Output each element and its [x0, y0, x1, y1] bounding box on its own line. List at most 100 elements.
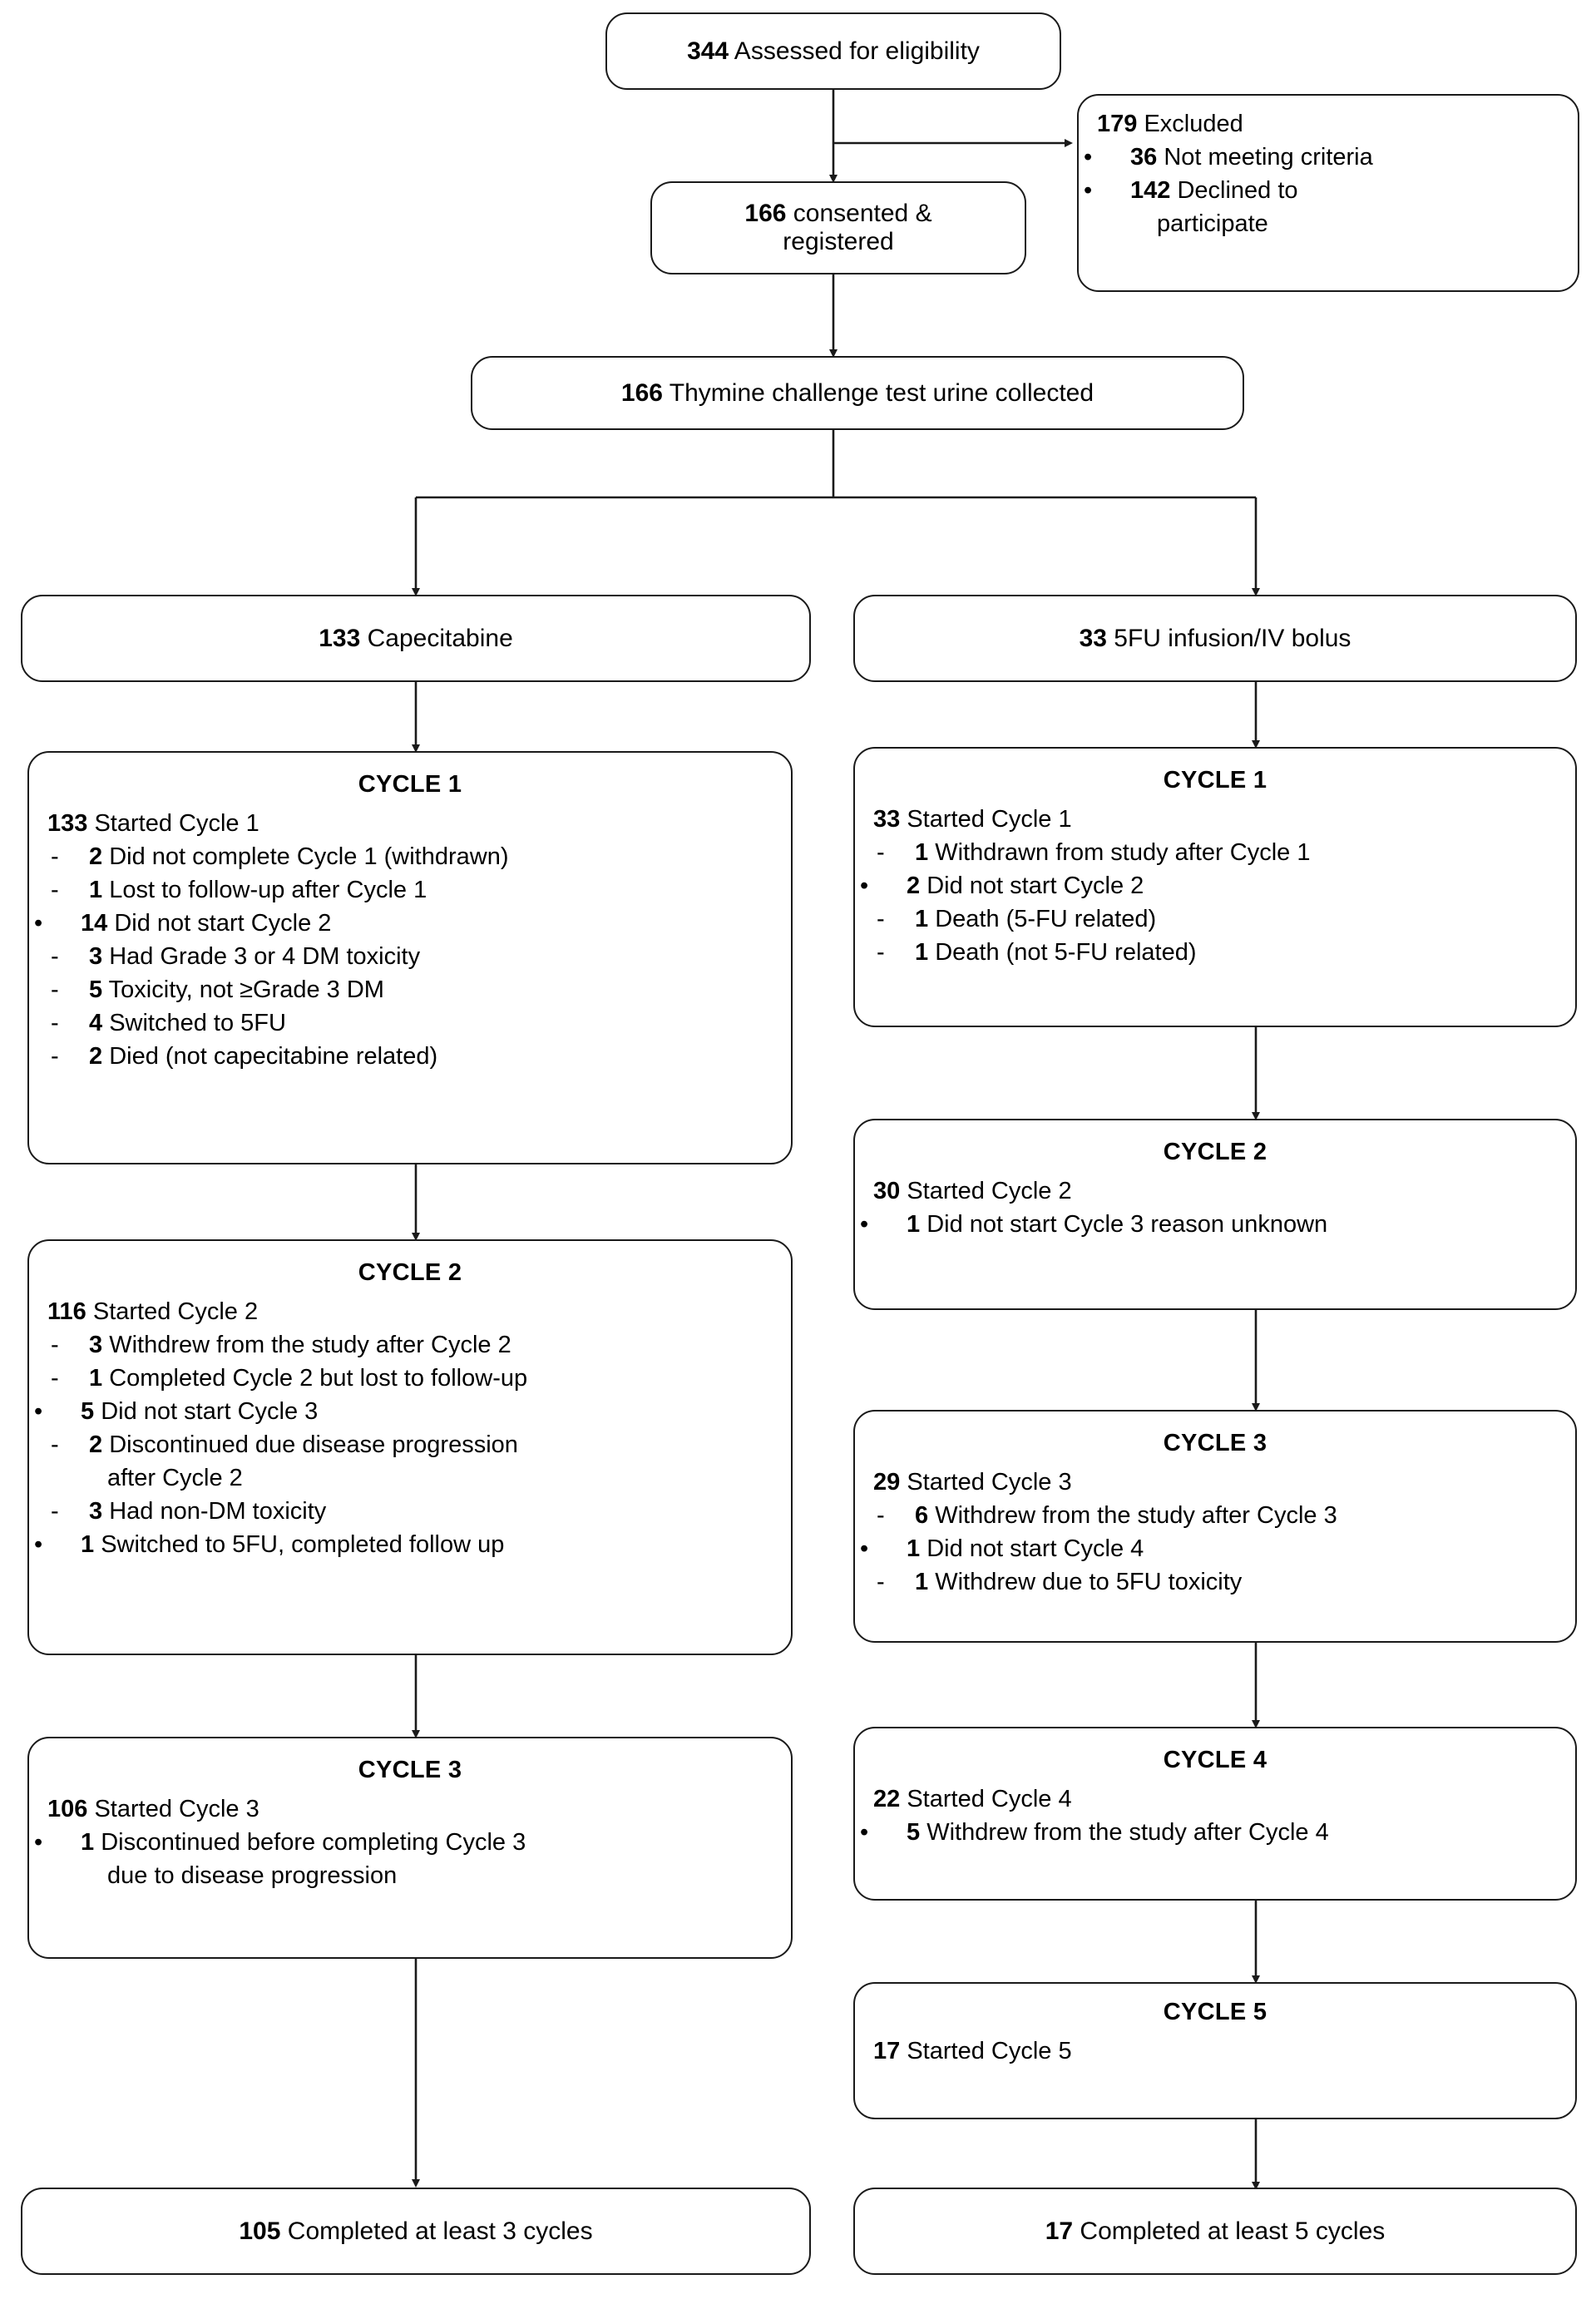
dash-icon: -: [877, 1569, 885, 1595]
node-left-cycle-1[interactable]: CYCLE 1 133 Started Cycle 1-2 Did not co…: [27, 751, 793, 1164]
flow-line: 116 Started Cycle 2: [44, 1295, 776, 1328]
flow-line-label: Did not start Cycle 3 reason unknown: [920, 1211, 1328, 1238]
excluded-lines: 179 Excluded •36 Not meeting criteria •1…: [1079, 96, 1578, 240]
flow-line-count: 1: [81, 1829, 95, 1856]
flow-line: •1 Discontinued before completing Cycle …: [34, 1826, 776, 1859]
left-final-text: 105 Completed at least 3 cycles: [239, 2217, 592, 2246]
bullet-icon: •: [860, 1211, 869, 1238]
left-cycle2-lines: 116 Started Cycle 2-3 Withdrew from the …: [29, 1290, 791, 1561]
flow-line: •14 Did not start Cycle 2: [34, 907, 776, 940]
flow-line-count: 1: [915, 939, 929, 966]
flow-line-label: Started Cycle 1: [900, 806, 1072, 833]
node-right-cycle-3[interactable]: CYCLE 3 29 Started Cycle 3-6 Withdrew fr…: [853, 1410, 1577, 1643]
flow-line-count: 2: [907, 873, 921, 899]
flow-line: 30 Started Cycle 2: [870, 1174, 1560, 1208]
flow-line: -1 Lost to follow-up after Cycle 1: [44, 873, 776, 907]
flow-line-label: Started Cycle 4: [900, 1786, 1072, 1812]
flow-line-count: 30: [873, 1178, 901, 1204]
excluded-item: • 142 Declined to: [1084, 174, 1563, 207]
left-cycle1-title: CYCLE 1: [358, 771, 462, 798]
bullet-icon: •: [34, 910, 43, 937]
dash-icon: -: [51, 943, 59, 970]
node-consented-registered[interactable]: 166 consented & registered: [650, 181, 1026, 274]
flow-line-label: Withdrew due to 5FU toxicity: [928, 1569, 1243, 1595]
flow-line: -1 Death (5-FU related): [870, 902, 1560, 936]
node-left-final[interactable]: 105 Completed at least 3 cycles: [21, 2188, 811, 2275]
flow-line: after Cycle 2: [44, 1461, 776, 1495]
flow-line-label: Started Cycle 5: [900, 2038, 1072, 2064]
dash-icon: -: [51, 843, 59, 870]
flow-line-label: Discontinued due disease progression: [102, 1431, 518, 1458]
flow-line-count: 6: [915, 1502, 929, 1529]
flow-line: -3 Withdrew from the study after Cycle 2: [44, 1328, 776, 1362]
flow-line: - 3 Had Grade 3 or 4 DM toxicity: [44, 940, 776, 973]
consented-text: 166 consented & registered: [744, 200, 931, 256]
arm-right-count: 33: [1079, 624, 1107, 652]
flow-line: •1 Did not start Cycle 3 reason unknown: [860, 1208, 1560, 1241]
bullet-icon: •: [1084, 177, 1093, 204]
node-right-cycle-1[interactable]: CYCLE 1 33 Started Cycle 1-1 Withdrawn f…: [853, 747, 1577, 1027]
flow-line-count: 116: [47, 1298, 86, 1325]
flow-line-count: 106: [47, 1796, 88, 1822]
right-final-label: Completed at least 5 cycles: [1073, 2217, 1386, 2245]
flow-line: -4 Switched to 5FU: [44, 1006, 776, 1040]
node-left-cycle-2[interactable]: CYCLE 2 116 Started Cycle 2-3 Withdrew f…: [27, 1239, 793, 1655]
flow-line: due to disease progression: [44, 1859, 776, 1892]
flow-line: -2 Discontinued due disease progression: [44, 1428, 776, 1461]
bullet-icon: •: [34, 1398, 43, 1425]
right-cycle3-lines: 29 Started Cycle 3-6 Withdrew from the s…: [855, 1461, 1575, 1599]
flow-line-label: Had Grade 3 or 4 DM toxicity: [102, 943, 421, 970]
thymine-text: 166 Thymine challenge test urine collect…: [621, 379, 1094, 408]
flow-line: -2 Died (not capecitabine related): [44, 1040, 776, 1073]
flow-line-count: 1: [915, 906, 929, 932]
flow-line-label: Death (5-FU related): [928, 906, 1157, 932]
node-arm-capecitabine[interactable]: 133 Capecitabine: [21, 595, 811, 682]
arm-left-count: 133: [319, 624, 361, 652]
excluded-label: Excluded: [1137, 111, 1243, 137]
node-arm-5fu[interactable]: 33 5FU infusion/IV bolus: [853, 595, 1577, 682]
flow-line-label: Did not complete Cycle 1 (withdrawn): [102, 843, 509, 870]
flow-line-label: Withdrawn from study after Cycle 1: [928, 839, 1311, 866]
flow-line: 22 Started Cycle 4: [870, 1782, 1560, 1816]
left-final-count: 105: [239, 2217, 281, 2245]
bullet-icon: •: [1084, 144, 1093, 171]
flow-line: •2 Did not start Cycle 2: [860, 869, 1560, 902]
right-cycle1-title: CYCLE 1: [1163, 767, 1267, 794]
assessed-text: 344 Assessed for eligibility: [687, 37, 980, 66]
arm-right-text: 33 5FU infusion/IV bolus: [1080, 625, 1351, 653]
excluded-item-count: 36: [1130, 144, 1158, 171]
dash-icon: -: [877, 939, 885, 966]
arm-left-label: Capecitabine: [360, 624, 513, 652]
bullet-icon: •: [34, 1829, 43, 1856]
flow-line-count: 2: [89, 1043, 103, 1070]
flow-line-count: 1: [89, 1365, 103, 1392]
flow-line-count: 3: [89, 1498, 103, 1525]
dash-icon: -: [51, 1498, 59, 1525]
flow-line-label: Death (not 5-FU related): [928, 939, 1197, 966]
flow-line-count: 29: [873, 1469, 901, 1496]
node-left-cycle-3[interactable]: CYCLE 3 106 Started Cycle 3•1 Discontinu…: [27, 1737, 793, 1959]
excluded-item-continuation: participate: [1157, 210, 1268, 237]
flow-line-label: Lost to follow-up after Cycle 1: [102, 877, 427, 903]
flow-line-label: Switched to 5FU, completed follow up: [94, 1531, 505, 1558]
node-right-cycle-5[interactable]: CYCLE 5 17 Started Cycle 5: [853, 1982, 1577, 2119]
right-cycle3-title: CYCLE 3: [1163, 1430, 1267, 1456]
right-cycle5-title: CYCLE 5: [1163, 1999, 1267, 2025]
node-right-cycle-2[interactable]: CYCLE 2 30 Started Cycle 2•1 Did not sta…: [853, 1119, 1577, 1310]
node-right-final[interactable]: 17 Completed at least 5 cycles: [853, 2188, 1577, 2275]
flow-line-label: Withdrew from the study after Cycle 3: [928, 1502, 1337, 1529]
excluded-item-label: Declined to: [1170, 177, 1298, 204]
left-cycle3-title: CYCLE 3: [358, 1757, 462, 1783]
node-right-cycle-4[interactable]: CYCLE 4 22 Started Cycle 4•5 Withdrew fr…: [853, 1727, 1577, 1901]
node-thymine-challenge-test[interactable]: 166 Thymine challenge test urine collect…: [471, 356, 1244, 430]
excluded-item-count: 142: [1130, 177, 1171, 204]
flow-line: -3 Had non-DM toxicity: [44, 1495, 776, 1528]
right-cycle5-lines: 17 Started Cycle 5: [855, 2030, 1575, 2068]
node-assessed-for-eligibility[interactable]: 344 Assessed for eligibility: [605, 12, 1061, 90]
flow-line-label: after Cycle 2: [107, 1465, 243, 1491]
flow-line-label: Died (not capecitabine related): [102, 1043, 438, 1070]
flow-line-label: due to disease progression: [107, 1862, 398, 1889]
node-excluded[interactable]: 179 Excluded •36 Not meeting criteria •1…: [1077, 94, 1579, 292]
flow-line-count: 3: [89, 943, 103, 970]
flow-line-count: 3: [89, 1332, 103, 1358]
